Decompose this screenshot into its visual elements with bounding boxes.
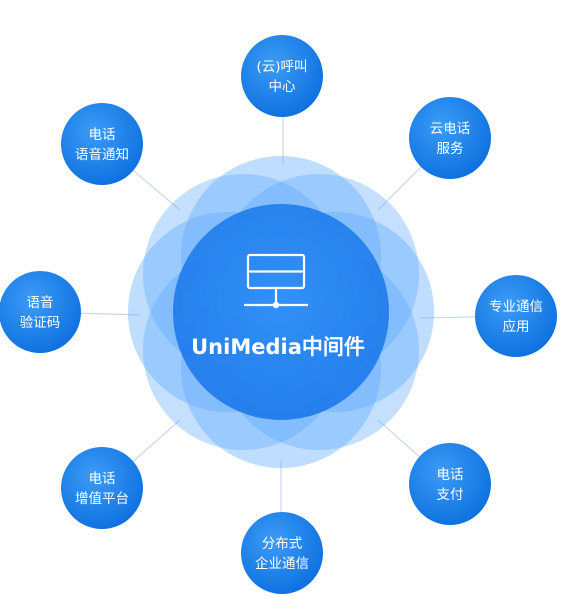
node-circle: [475, 275, 557, 357]
node-circle: [409, 97, 491, 179]
node-circle: [0, 271, 81, 353]
node-label-line: 服务: [437, 141, 464, 157]
node-label-line: 分布式: [262, 536, 303, 552]
node-label-line: 增值平台: [75, 491, 129, 507]
node-label-line: 支付: [437, 487, 464, 503]
server-network-icon: [244, 253, 308, 309]
node-label-line: 电话: [437, 467, 464, 483]
hub-core: UniMedia中间件: [128, 156, 434, 468]
node-label-line: 电话: [89, 471, 116, 487]
node-label-line: 专业通信: [489, 299, 543, 315]
node-circle: [61, 447, 143, 529]
node-label-line: 电话: [89, 127, 116, 143]
node-label-line: 中心: [269, 79, 296, 95]
node-circle: [61, 103, 143, 185]
node-label-line: 验证码: [20, 315, 61, 331]
node-circle: [409, 443, 491, 525]
satellite-nodes: (云)呼叫中心云电话服务专业通信应用电话支付分布式企业通信电话增值平台语音验证码…: [0, 35, 557, 594]
node-label-line: 语音通知: [75, 146, 129, 163]
node-circle: [241, 35, 323, 117]
center-title: UniMedia中间件: [191, 335, 365, 359]
node-label-line: 云电话: [430, 121, 471, 137]
node-label-line: 语音: [27, 294, 54, 311]
node-label-line: 企业通信: [255, 555, 309, 572]
node-label-line: 应用: [503, 318, 530, 335]
connector-lines: [39, 80, 519, 552]
node-circle: [241, 512, 323, 594]
node-label-line: (云)呼叫: [256, 59, 307, 75]
